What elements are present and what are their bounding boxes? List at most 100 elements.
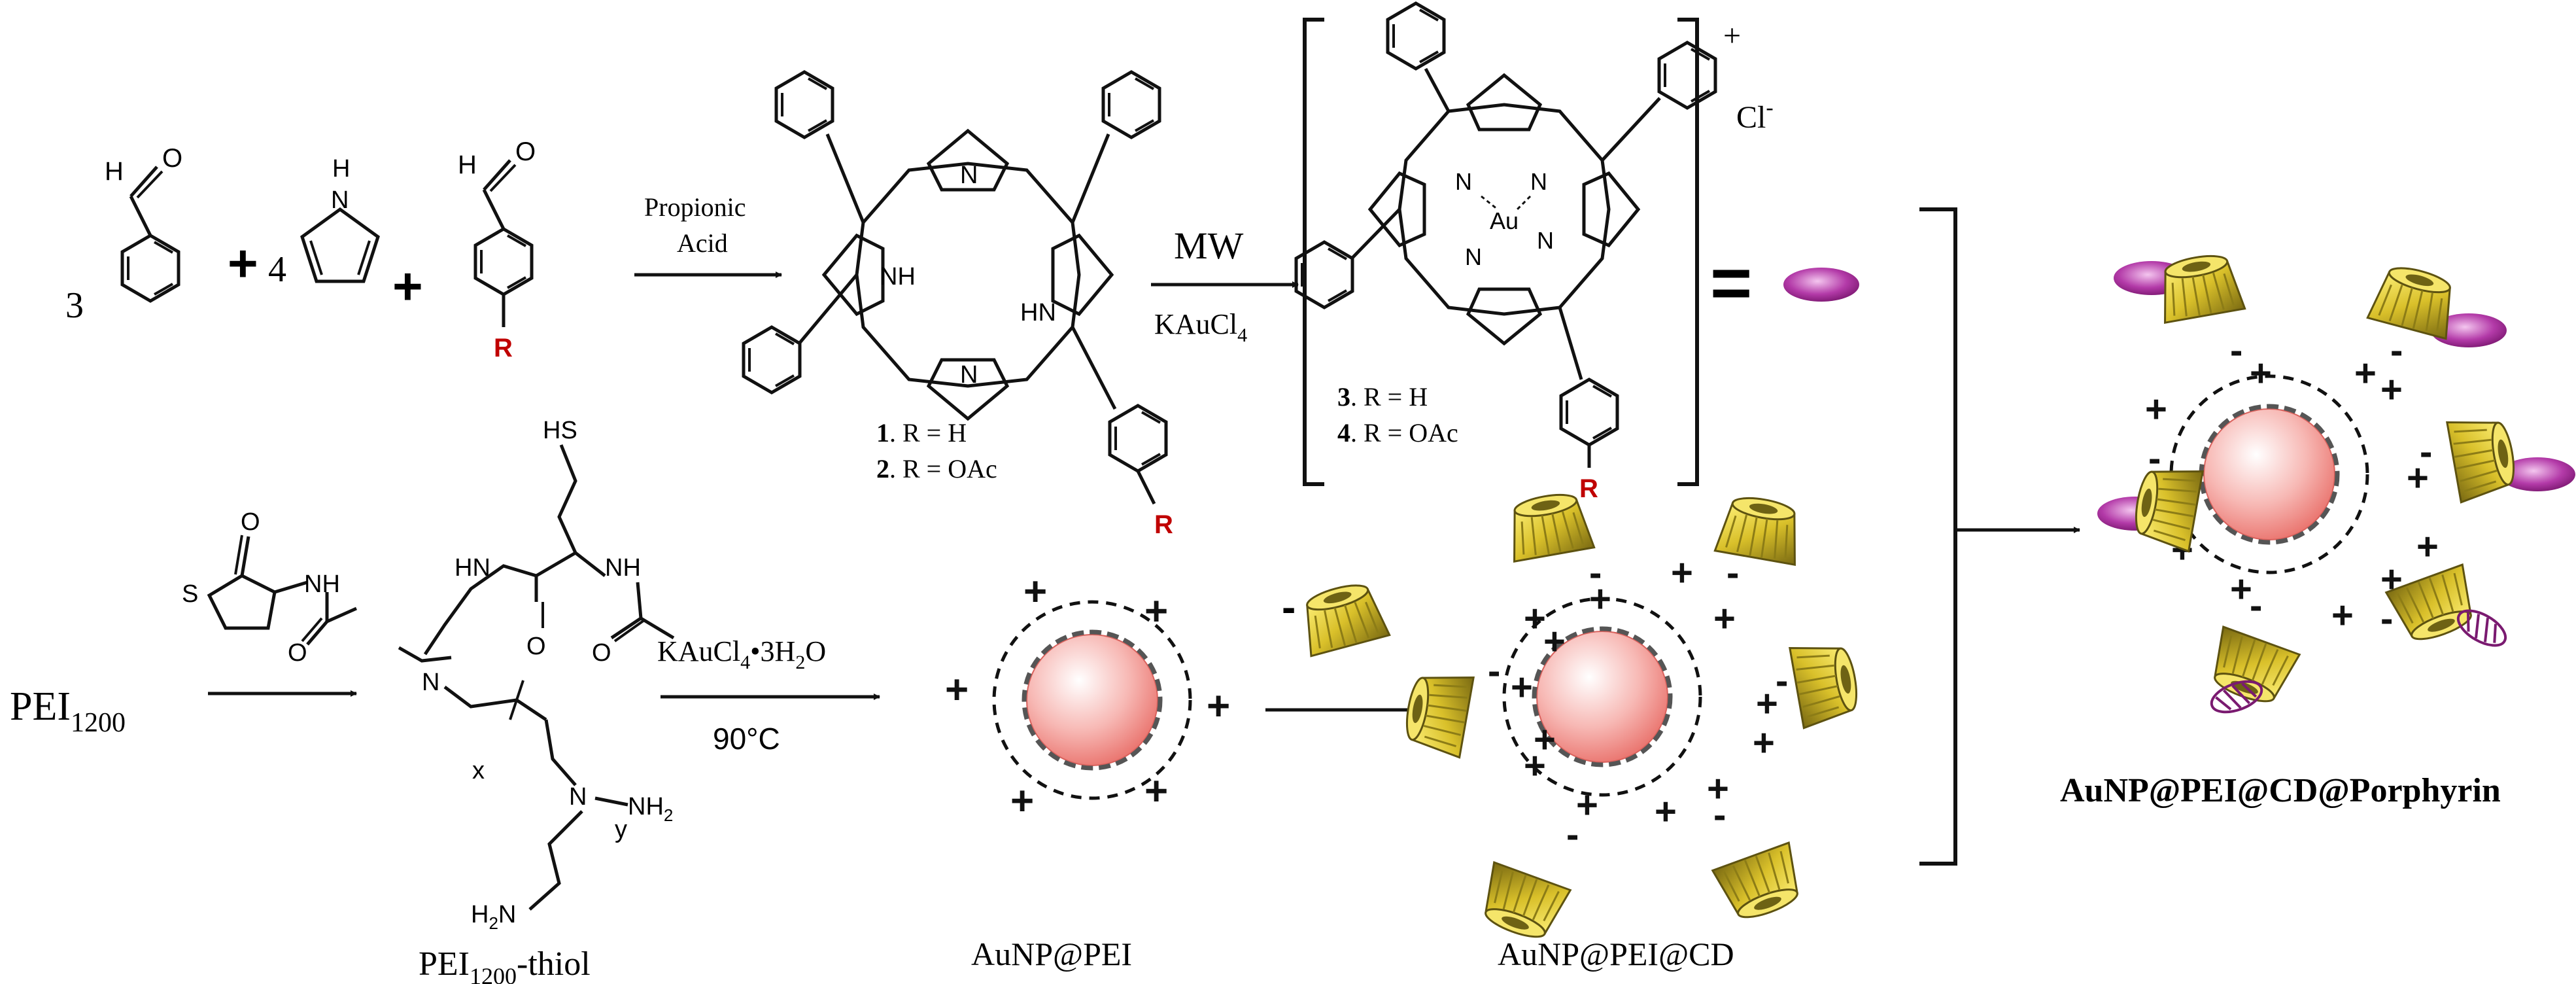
arrow-reduction: KAuCl4•3H2O 90°C	[657, 635, 880, 756]
svg-text:+: +	[1655, 790, 1677, 833]
pyrrole-nh-label: H	[332, 155, 350, 183]
svg-text:-: -	[2380, 597, 2393, 640]
final-label: AuNP@PEI@CD@Porphyrin	[2060, 772, 2501, 809]
gold-porphyrin-complex: N N N N Au R 3. R = H 4. R = OAc + Cl- =	[1296, 3, 1859, 503]
porphyrin-n-bottom-label: N	[960, 361, 978, 389]
svg-text:-: -	[2148, 437, 2161, 480]
svg-text:-: -	[2420, 430, 2432, 473]
porphyrin-r-label: R	[1154, 510, 1173, 539]
coef-pyrrole: 4	[268, 249, 286, 290]
aldehyde-h-label: H	[105, 157, 124, 186]
au-porphyrin-r-label: R	[1579, 474, 1598, 503]
thiolactone-structure: S O NH O	[182, 508, 358, 667]
svg-text:+: +	[1144, 589, 1168, 634]
aldehyde-o-label-2: O	[515, 137, 536, 166]
pei-thiol-structure: HS O NH O HN N x N NH2 y H2N	[398, 417, 675, 933]
pyrrole-n-label: N	[331, 186, 349, 214]
svg-text:+: +	[1524, 597, 1546, 640]
svg-text:-: -	[2230, 329, 2242, 372]
svg-text:+: +	[1543, 620, 1566, 663]
svg-text:+: +	[2230, 568, 2252, 610]
coef-benzaldehyde: 3	[65, 285, 84, 326]
svg-text:-: -	[1566, 813, 1579, 856]
svg-text:+: +	[1144, 769, 1168, 814]
plus-sign-2: +	[392, 257, 423, 315]
porphyrin-freebase: NH HN N N R	[744, 72, 1173, 539]
svg-text:+: +	[1010, 779, 1034, 824]
aldehyde-h-label-2: H	[458, 150, 477, 179]
reagent-temperature: 90°C	[713, 722, 780, 756]
svg-text:-: -	[2250, 584, 2262, 627]
svg-text:+: +	[1713, 597, 1736, 640]
aunp-pei-label: AuNP@PEI	[971, 936, 1132, 972]
aldehyde-o-label: O	[162, 144, 182, 173]
svg-text:+: +	[2416, 525, 2439, 568]
porphyrin-n-top-label: N	[960, 162, 978, 189]
aunp-pei-cd-particle: -+ +- + ++ -+ ++ +- + +- +- +	[1400, 488, 1863, 947]
aunp-pei-cd-label: AuNP@PEI@CD	[1498, 936, 1734, 972]
thiol-hs: HS	[543, 417, 577, 444]
svg-text:+: +	[2145, 388, 2167, 430]
thiolactone-s: S	[182, 580, 198, 608]
svg-text:+: +	[2354, 352, 2377, 395]
amide-nh-label: NH	[605, 554, 641, 582]
svg-text:+: +	[1753, 722, 1775, 764]
svg-text:-: -	[1488, 650, 1500, 692]
thiolactone-acetyl-o: O	[288, 639, 307, 667]
svg-text:+: +	[1534, 718, 1556, 761]
svg-text:+: +	[1756, 682, 1778, 725]
porphyrin-disk-legend	[1783, 268, 1859, 302]
pyrrole-structure: H N	[300, 155, 380, 283]
au-porphyrin-label-4: 4. R = OAc	[1337, 418, 1458, 448]
porphyrin-label-1: 1. R = H	[876, 418, 967, 448]
arrow-cd-addition: -	[1265, 577, 1420, 713]
counterion-chloride: Cl-	[1736, 96, 1774, 135]
svg-text:-: -	[1589, 552, 1602, 594]
au-n-bottom-left: N	[1465, 243, 1482, 270]
reagent-acid: Acid	[677, 228, 728, 258]
svg-text:+: +	[945, 667, 969, 712]
aunp-pei-particle: + + + + + +	[945, 569, 1230, 824]
x-subscript: x	[472, 757, 485, 784]
au-n-right: N	[1530, 168, 1547, 195]
complex-charge: +	[1723, 18, 1741, 53]
terminal-h2n: H2N	[471, 901, 516, 933]
y-subscript: y	[615, 816, 627, 843]
porphyrin-nh-label: NH	[880, 263, 916, 290]
svg-text:+: +	[1707, 767, 1729, 810]
reagent-propionic: Propionic	[644, 192, 746, 222]
arrow-propionic-acid: Propionic Acid	[634, 192, 782, 278]
pei-start-label: PEI1200	[10, 684, 126, 738]
reagent-kaucl4: KAuCl4	[1154, 308, 1247, 346]
porphyrin-label-2: 2. R = OAc	[876, 454, 997, 483]
r-benzaldehyde-structure: H O R	[458, 137, 536, 362]
amide-o-label: O	[526, 633, 546, 660]
svg-text:+: +	[1524, 745, 1546, 787]
terminal-nh2: NH2	[628, 793, 673, 825]
stage1-reactants: 3 H O + 4 H N + H O R	[65, 137, 536, 362]
thiolactone-nh: NH	[304, 571, 340, 598]
porphyrin-label-list: 1. R = H 2. R = OAc	[876, 418, 997, 483]
svg-text:+: +	[1023, 569, 1047, 614]
svg-text:+: +	[2380, 368, 2403, 411]
svg-text:-: -	[1726, 552, 1739, 594]
acetyl-o-label: O	[592, 639, 611, 667]
reagent-mw: MW	[1174, 224, 1244, 267]
cd-charge-label: -	[1282, 584, 1296, 631]
svg-text:-: -	[2390, 329, 2403, 372]
hn-label: HN	[455, 554, 490, 582]
au-center: Au	[1490, 207, 1519, 234]
equals-sign: =	[1710, 243, 1752, 323]
svg-text:+: +	[1589, 578, 1611, 620]
arrow-thiolation: S O NH O	[182, 508, 358, 697]
thiolactone-o: O	[241, 508, 260, 536]
porphyrin-hn-label: HN	[1020, 299, 1056, 326]
svg-text:+: +	[1576, 784, 1598, 826]
svg-text:+: +	[1511, 666, 1533, 709]
svg-text:-: -	[1776, 659, 1788, 702]
au-n-left: N	[1455, 168, 1472, 195]
svg-text:+: +	[2407, 457, 2429, 499]
pei-n-label: N	[422, 669, 439, 696]
